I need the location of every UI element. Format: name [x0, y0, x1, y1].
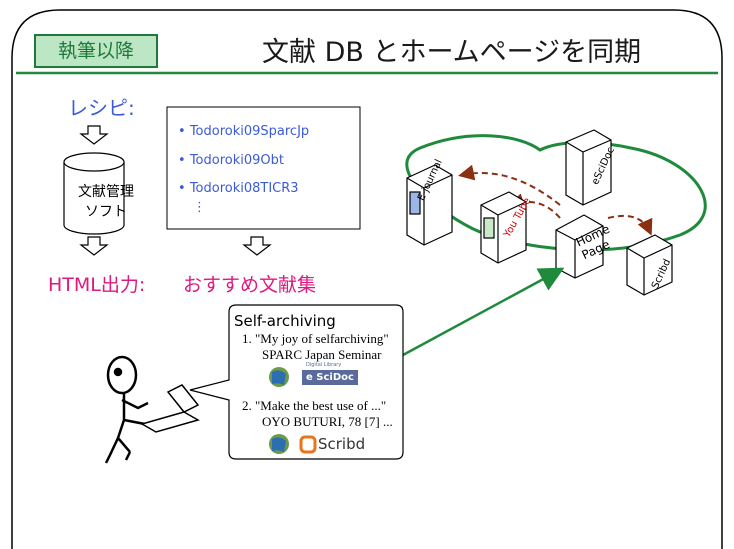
- reference-list-box: [166, 106, 361, 230]
- escidoc-logo-icon: [302, 370, 358, 385]
- down-arrow-icon: [79, 125, 109, 145]
- network-loop: [405, 134, 707, 252]
- server-ejournal: [406, 164, 453, 246]
- database-label: 文献管理 ソフト: [78, 184, 134, 220]
- callout-item-2-line1: 2. "Make the best use of ...": [242, 398, 387, 413]
- upload-arrow: [402, 267, 565, 357]
- escidoc-logo-small: Digital Library: [306, 362, 342, 368]
- slide-title: 文献 DB とホームページを同期: [262, 37, 642, 68]
- laptop-icon: [140, 384, 200, 433]
- section-tag: 執筆以降: [34, 34, 158, 68]
- callout-title: Self-archiving: [234, 312, 336, 330]
- database-icon: [63, 152, 125, 235]
- reference-list-item: • Todoroki08TICR3: [178, 181, 299, 196]
- recipe-label: レシピ:: [68, 96, 135, 120]
- repository-globe-icon: [269, 367, 289, 387]
- server-escidoc: [565, 129, 612, 206]
- callout-item-1-line1: 1. "My joy of selfarchiving": [242, 331, 389, 346]
- reference-list-item: • Todoroki09Obt: [178, 153, 284, 168]
- down-arrow-icon: [242, 236, 272, 256]
- html-output-label: HTML出力:: [48, 274, 146, 296]
- recommend-label: おすすめ文献集: [183, 274, 317, 296]
- callout-item-2-line2: OYO BUTURI, 78 [7] ...: [262, 414, 393, 429]
- escidoc-logo-text: e SciDoc: [306, 372, 354, 383]
- server-scribd: [626, 234, 673, 296]
- repository-globe-icon: [269, 434, 289, 454]
- scribd-logo-text: Scribd: [318, 435, 366, 453]
- person-icon: [104, 355, 151, 464]
- down-arrow-icon: [79, 236, 109, 256]
- reference-list-item: • Todoroki09SparcJp: [178, 124, 310, 139]
- scribd-logo-icon: [299, 435, 317, 454]
- slide-frame: [11, 9, 723, 549]
- callout-bubble: [189, 304, 404, 460]
- server-youtube: [480, 191, 527, 264]
- callout-item-1-line2: SPARC Japan Seminar: [262, 347, 382, 362]
- reference-list-more: ⋮: [193, 200, 206, 215]
